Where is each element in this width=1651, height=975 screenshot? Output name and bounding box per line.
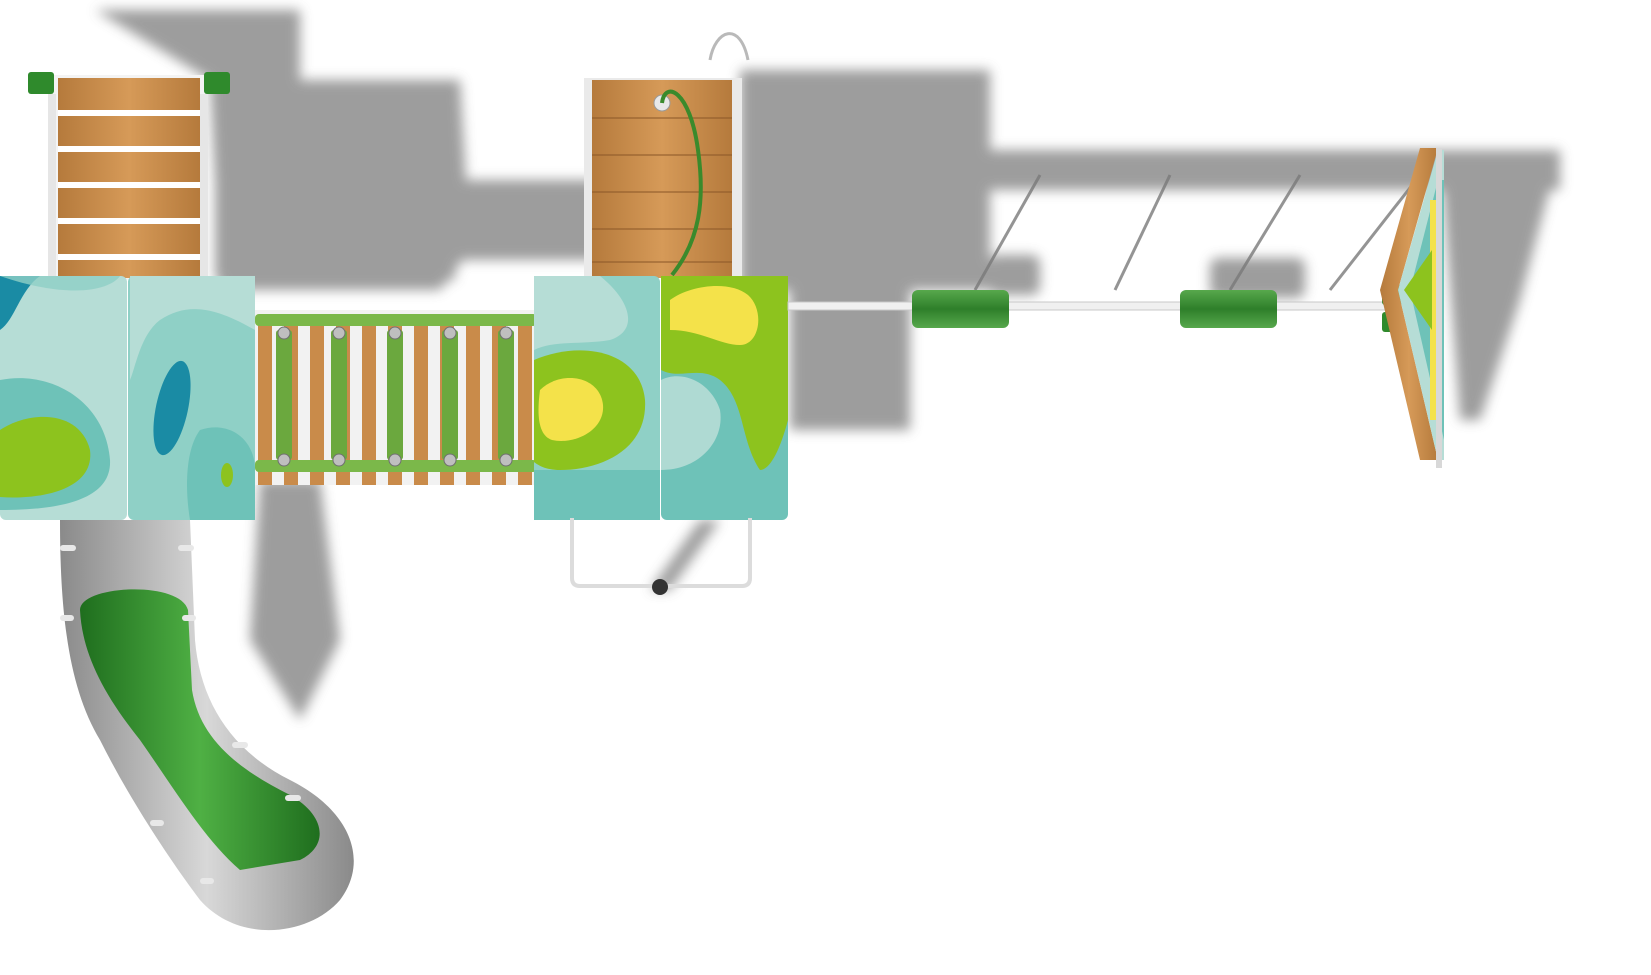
climbing-rope xyxy=(660,89,703,277)
left-tower-wall xyxy=(28,72,230,280)
hand-grip xyxy=(912,290,1009,328)
bridge xyxy=(255,310,537,485)
post-cap xyxy=(204,72,230,94)
post-cap xyxy=(28,72,54,94)
horizontal-bar xyxy=(787,285,1402,332)
center-roof-panels xyxy=(534,276,788,520)
end-frame xyxy=(1380,148,1444,468)
center-tower-wall xyxy=(584,32,750,278)
tube-slide xyxy=(60,520,354,931)
left-roof-panels xyxy=(0,276,255,520)
bridge-rail-top xyxy=(255,314,537,326)
hand-grip xyxy=(1180,290,1277,328)
ground-anchor xyxy=(652,579,668,595)
cable-shadows xyxy=(973,174,1422,291)
